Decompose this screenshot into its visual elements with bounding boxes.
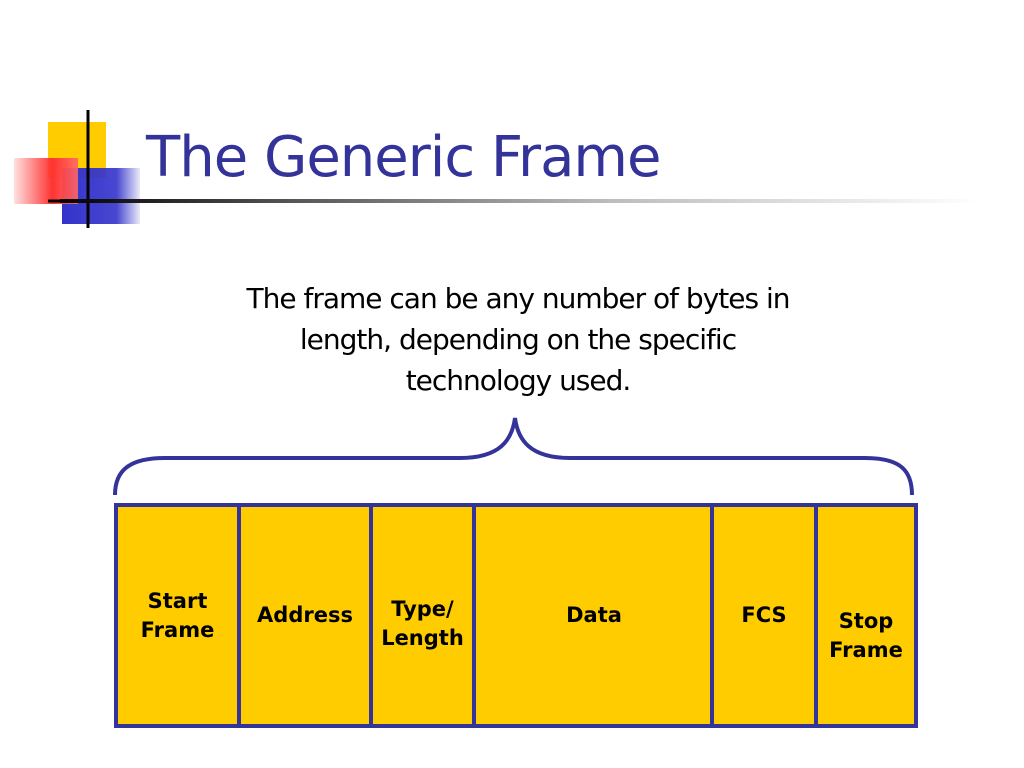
frame-length-brace: [113, 417, 914, 496]
frame-field-label: Address: [257, 603, 353, 627]
deco-red-bar: [14, 158, 78, 204]
frame-field-label: Data: [566, 603, 622, 627]
frame-field-stop-frame: Stop Frame: [814, 503, 918, 728]
frame-field-address: Address: [237, 503, 373, 728]
slide-title: The Generic Frame: [146, 125, 661, 190]
slide-logo-decoration: [14, 110, 160, 228]
generic-frame: Start Frame Address Type/ Length Data FC…: [114, 503, 918, 728]
frame-field-start-frame: Start Frame: [114, 503, 241, 728]
title-underline: [60, 199, 980, 203]
frame-length-caption: The frame can be any number of bytes in …: [246, 282, 790, 397]
frame-field-label: Type/ Length: [381, 597, 464, 650]
frame-field-label: FCS: [741, 603, 787, 627]
frame-field-data: Data: [472, 503, 716, 728]
frame-field-label: Start Frame: [140, 588, 215, 642]
frame-field-fcs: FCS: [710, 503, 818, 728]
frame-field-label: Stop Frame: [829, 609, 903, 662]
frame-field-type-length: Type/ Length: [369, 503, 476, 728]
